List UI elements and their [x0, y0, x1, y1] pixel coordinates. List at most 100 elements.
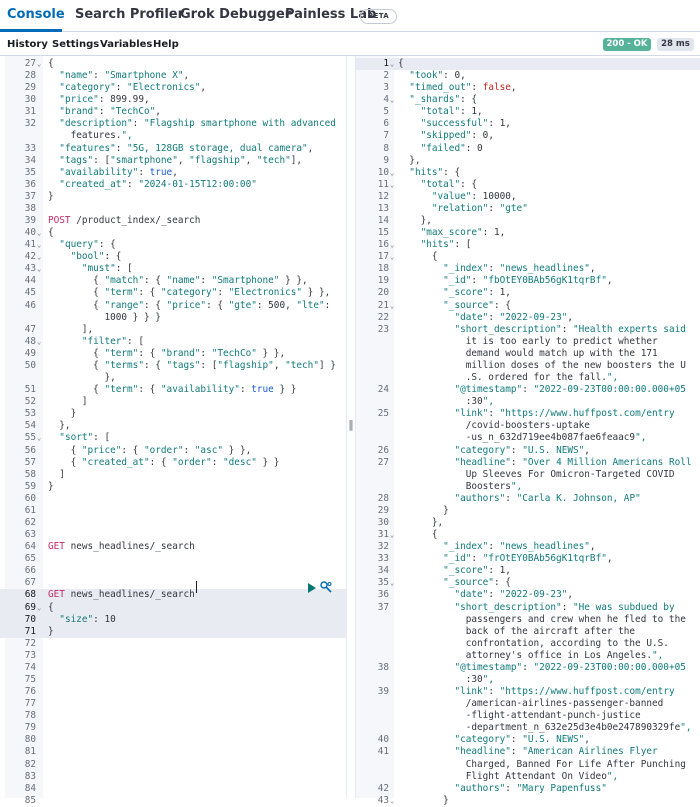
code-text: "link": "https://www.huffpost.com/entry — [454, 686, 675, 698]
tab-grok-debugger[interactable]: Grok Debugger — [180, 7, 292, 22]
fold-chevron-icon[interactable]: ⌄ — [390, 253, 395, 262]
line-number: 74 — [24, 661, 36, 673]
fold-chevron-icon[interactable]: ⌄ — [37, 434, 42, 443]
wrench-icon[interactable] — [320, 581, 332, 593]
request-editor[interactable]: 27⌄{28 "name": "Smartphone X",29 "catego… — [0, 56, 346, 806]
fold-chevron-icon[interactable]: ⌄ — [390, 579, 395, 588]
line-number: 84 — [24, 782, 36, 794]
history-button[interactable]: History — [7, 39, 48, 50]
code-text: "@timestamp": "2022-09-23T00:00:00.000+0… — [454, 384, 686, 396]
response-line: 5 "total": 1, — [356, 106, 700, 118]
code-text: confrontation, according to the U.S. — [398, 637, 669, 649]
console-menu-bar: History Settings Variables Help — [0, 32, 700, 56]
code-text: { — [48, 227, 54, 239]
fold-chevron-icon[interactable]: ⌄ — [37, 253, 42, 262]
code-text: "_id": "fbOtEY0BAb56gK1tqrBf", — [443, 275, 613, 287]
play-icon[interactable] — [307, 582, 317, 594]
request-line: 38 — [0, 203, 346, 215]
line-number: 56 — [24, 444, 36, 456]
line-number: 2 — [383, 70, 389, 82]
response-line: million doses of the new boosters the U — [356, 360, 700, 372]
tab-console[interactable]: Console — [7, 7, 65, 22]
request-line: 53 } — [0, 408, 346, 420]
request-line: 43⌄ "must": [ — [0, 263, 346, 275]
line-number: 22 — [377, 311, 389, 323]
request-line: 60 — [0, 493, 346, 505]
fold-chevron-icon[interactable]: ⌄ — [37, 337, 42, 346]
tab-painless-lab[interactable]: Painless Lab — [285, 7, 377, 22]
code-text: "headline": "American Airlines Flyer — [454, 746, 658, 758]
pane-resizer[interactable] — [346, 56, 356, 798]
response-line: Boosters", — [356, 481, 700, 493]
fold-chevron-icon[interactable]: ⌄ — [37, 60, 42, 68]
line-number: 57 — [24, 456, 36, 468]
code-text: "created_at": "2024-01-15T12:00:00" — [59, 178, 257, 190]
code-text: passengers and crew when he fled to the — [398, 613, 686, 625]
fold-chevron-icon[interactable]: ⌄ — [390, 241, 395, 250]
response-line: 4⌄ "_shards": { — [356, 94, 700, 106]
code-text: "_id": "frOtEY0BAb56gK1tqrBf", — [443, 553, 613, 565]
code-text: }, — [48, 420, 71, 432]
help-button[interactable]: Help — [153, 39, 179, 50]
response-line: attorney's office in Los Angeles.", — [356, 650, 700, 662]
line-number: 85 — [24, 794, 36, 806]
request-line: 76 — [0, 686, 346, 698]
code-text: Charged, Banned For Life After Punching — [398, 758, 686, 770]
request-line: features.", — [0, 130, 346, 142]
response-line: back of the aircraft after the — [356, 626, 700, 638]
tab-search-profiler[interactable]: Search Profiler — [75, 7, 185, 22]
fold-chevron-icon[interactable]: ⌄ — [390, 796, 395, 805]
response-line: 41 "headline": "American Airlines Flyer — [356, 746, 700, 758]
request-line: 33 "features": "5G, 128GB storage, dual … — [0, 143, 346, 155]
code-text: .S. ordered for the fall.", — [398, 372, 619, 384]
code-text: } — [48, 480, 54, 492]
status-badge: 200 - OK — [603, 38, 651, 51]
request-code[interactable]: 27⌄{28 "name": "Smartphone X",29 "catego… — [0, 58, 346, 807]
code-text: { — [398, 529, 438, 541]
response-line: 12 "value": 10000, — [356, 191, 700, 203]
request-line: 83 — [0, 771, 346, 783]
code-text: { — [398, 251, 438, 263]
code-text: "query": { — [59, 239, 116, 251]
line-number: 36 — [377, 589, 389, 601]
line-number: 32 — [24, 118, 36, 130]
request-line: 52 ] — [0, 396, 346, 408]
line-number: 44 — [24, 275, 36, 287]
settings-button[interactable]: Settings — [52, 39, 100, 50]
fold-chevron-icon[interactable]: ⌄ — [390, 180, 395, 189]
code-text: -department_n_632e25d3e4b0e247890329fe", — [398, 722, 692, 734]
line-number: 68 — [24, 589, 36, 601]
line-number: 14 — [377, 215, 389, 227]
code-text: "_index": "news_headlines", — [443, 541, 596, 553]
line-number: 78 — [24, 710, 36, 722]
variables-button[interactable]: Variables — [100, 39, 153, 50]
line-number: 27 — [24, 58, 36, 69]
request-line: 28 "name": "Smartphone X", — [0, 70, 346, 82]
fold-chevron-icon[interactable]: ⌄ — [390, 96, 395, 105]
code-text: "total": 1, — [420, 106, 483, 118]
line-number: 1 — [383, 58, 389, 69]
response-line: 8 "failed": 0 — [356, 143, 700, 155]
fold-chevron-icon[interactable]: ⌄ — [390, 168, 395, 177]
response-line: 38 "@timestamp": "2022-09-23T00:00:00.00… — [356, 662, 700, 674]
fold-chevron-icon[interactable]: ⌄ — [37, 265, 42, 274]
code-text: } — [398, 504, 449, 516]
code-text: "brand": "TechCo", — [59, 106, 161, 118]
fold-chevron-icon[interactable]: ⌄ — [390, 301, 395, 310]
resize-handle-icon[interactable]: ‖ — [348, 418, 354, 431]
fold-chevron-icon[interactable]: ⌄ — [37, 241, 42, 250]
code-text: "successful": 1, — [420, 118, 511, 130]
code-text: "value": 10000, — [431, 190, 517, 202]
response-line: Charged, Banned For Life After Punching — [356, 759, 700, 771]
line-number: 23 — [377, 323, 389, 335]
fold-chevron-icon[interactable]: ⌄ — [390, 531, 395, 540]
fold-chevron-icon[interactable]: ⌄ — [37, 229, 42, 238]
response-line: 43⌄ } — [356, 795, 700, 807]
fold-chevron-icon[interactable]: ⌄ — [37, 603, 42, 612]
response-line: 39 "link": "https://www.huffpost.com/ent… — [356, 686, 700, 698]
fold-chevron-icon[interactable]: ⌄ — [390, 60, 395, 68]
line-number: 29 — [377, 504, 389, 516]
response-viewer[interactable]: 1⌄{2 "took": 0,3 "timed_out": false,4⌄ "… — [356, 56, 700, 806]
request-editor-gutter — [5, 56, 43, 798]
